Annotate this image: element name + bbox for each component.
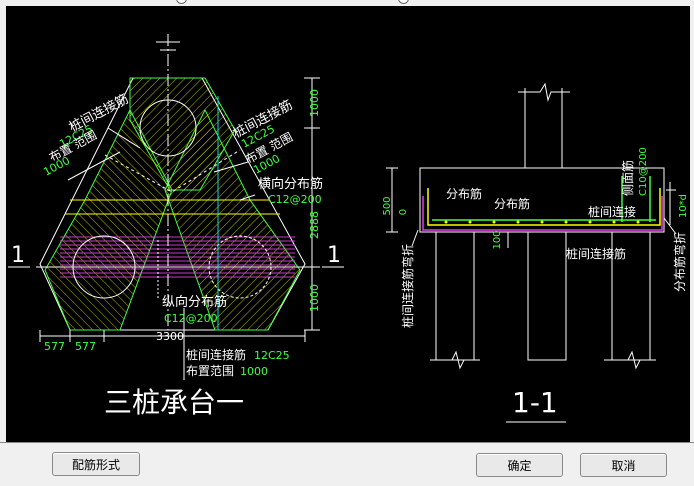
option1-radio[interactable]	[176, 0, 187, 4]
dim-577b: 577	[75, 340, 96, 353]
dim-3300: 3300	[156, 330, 184, 343]
dim-1000-bot: 1000	[308, 284, 321, 312]
sec-dim-0: 0	[398, 209, 409, 215]
sec-label-zjljj-inner: 桩间连接	[588, 204, 636, 219]
sec-label-cmj-spec: C10@200	[638, 147, 649, 196]
pile-cap-drawing: 1 1 桩间连接筋 12C25 布置 范围 1000 桩间连接筋 12C25 布…	[8, 34, 689, 423]
option2-radio[interactable]	[398, 0, 409, 4]
right-dimensions	[304, 77, 320, 331]
dim-1000-top: 1000	[308, 89, 321, 117]
rebar-form-button[interactable]: 配筋形式	[52, 452, 140, 476]
canvas-bottom-border	[0, 442, 694, 443]
section-pile-left	[435, 231, 475, 361]
section-pile-right	[611, 231, 651, 361]
label-bottom-bzfw: 布置范围	[186, 364, 234, 378]
distribution-rebar	[60, 235, 295, 280]
sec-dim-100: 100	[492, 230, 503, 249]
section-mark-left: 1	[11, 243, 25, 268]
sec-label-cmj: 侧面筋	[620, 160, 635, 196]
sec-dim-10d: 10*d	[678, 194, 689, 218]
section-title: 1-1	[512, 386, 558, 419]
sec-label-zjljj-bottom: 桩间连接筋	[566, 246, 626, 261]
dim-2888: 2888	[308, 211, 321, 239]
sec-label-fbj2: 分布筋	[494, 196, 530, 211]
sec-label-fbj-wz: 分布筋弯折	[672, 232, 687, 292]
label-zx-spec: C12@200	[164, 312, 218, 325]
drawing-canvas: 1 1 桩间连接筋 12C25 布置 范围 1000 桩间连接筋 12C25 布…	[6, 6, 690, 442]
label-bottom-range: 1000	[240, 365, 268, 378]
label-hxfbj: 横向分布筋	[258, 176, 323, 192]
sec-dim-500: 500	[382, 196, 393, 215]
option-strip	[0, 0, 694, 6]
label-hx-spec: C12@200	[268, 193, 322, 206]
label-bottom-spec: 12C25	[254, 349, 290, 362]
sec-label-fbj1: 分布筋	[446, 186, 482, 201]
left-title: 三桩承台一	[104, 386, 244, 419]
dim-577a: 577	[44, 340, 65, 353]
label-bottom-zjljj: 桩间连接筋	[186, 347, 246, 362]
sec-label-zjljj-wz: 桩间连接筋弯折	[400, 244, 415, 328]
section-pile-mid	[527, 231, 567, 361]
plan-view: 1 1 桩间连接筋 12C25 布置 范围 1000 桩间连接筋 12C25 布…	[8, 34, 344, 419]
label-zxfbj: 纵向分布筋	[162, 294, 227, 310]
bottom-dimensions	[39, 330, 306, 342]
cancel-button[interactable]: 取消	[580, 453, 667, 477]
section-view: 分布筋 分布筋 桩间连接 桩间连接筋 侧面筋 C10@200 桩间连接筋弯折 分…	[382, 82, 689, 423]
ok-button[interactable]: 确定	[476, 453, 563, 477]
section-mark-right: 1	[327, 243, 341, 268]
